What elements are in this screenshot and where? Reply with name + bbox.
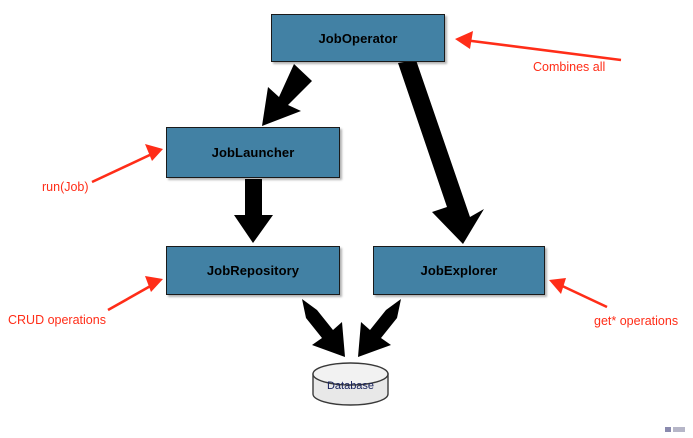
node-label-job-explorer: JobExplorer <box>420 263 498 278</box>
connector-operator-to-explorer <box>398 60 484 244</box>
node-label-job-operator: JobOperator <box>318 30 398 46</box>
annotation-arrow-crud-operations <box>107 276 163 312</box>
node-job-repository[interactable]: JobRepository <box>166 246 340 295</box>
node-job-operator[interactable]: JobOperator <box>271 14 445 62</box>
annotation-crud-operations: CRUD operations <box>8 313 106 327</box>
database-label: Database <box>326 380 375 392</box>
connector-repository-to-database <box>302 299 345 357</box>
node-label-job-repository: JobRepository <box>206 263 300 278</box>
node-job-explorer[interactable]: JobExplorer <box>373 246 545 295</box>
connector-explorer-to-database <box>358 299 401 357</box>
annotation-arrow-get-operations <box>549 278 608 309</box>
annotation-arrow-run-job <box>91 144 163 184</box>
node-label-job-launcher: JobLauncher <box>211 145 295 160</box>
connector-operator-to-launcher <box>262 64 312 126</box>
annotation-get-operations: get* operations <box>594 314 679 328</box>
annotation-arrow-combines-all <box>455 31 622 62</box>
corner-watermark <box>665 427 685 432</box>
database-cylinder <box>312 362 389 406</box>
connector-launcher-to-repository <box>234 179 273 243</box>
annotation-run-job: run(Job) <box>42 180 89 194</box>
annotation-combines-all: Combines all <box>533 60 606 74</box>
node-job-launcher[interactable]: JobLauncher <box>166 127 340 178</box>
